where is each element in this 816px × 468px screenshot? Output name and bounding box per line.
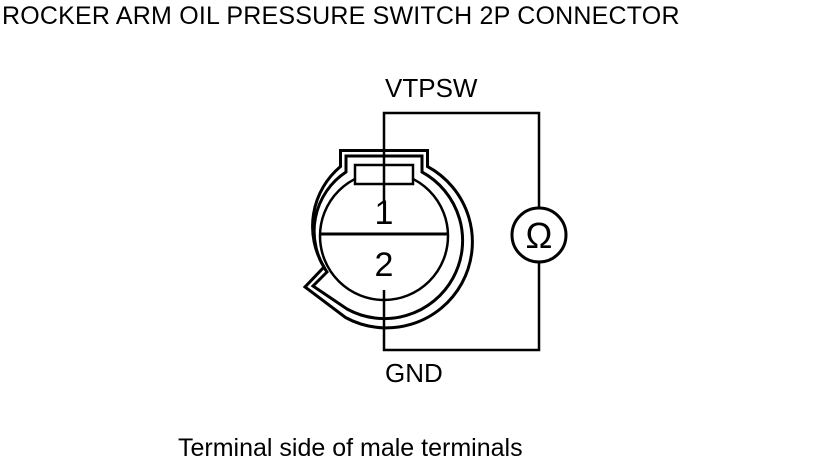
meter-symbol: Ω — [526, 215, 553, 256]
terminal-1-label: 1 — [375, 194, 394, 232]
meter-circle — [510, 206, 568, 264]
diagram-caption: Terminal side of male terminals — [178, 434, 523, 462]
wire-terminal-2 — [382, 262, 541, 352]
connector-housing-outline — [302, 149, 474, 330]
connector-inner-shell — [310, 154, 465, 321]
ohmmeter-icon: Ω — [510, 206, 568, 264]
terminal-2-label: 2 — [375, 246, 394, 284]
test-circuit — [382, 111, 541, 352]
diagram-title: ROCKER ARM OIL PRESSURE SWITCH 2P CONNEC… — [2, 2, 680, 30]
wire-terminal-1 — [382, 111, 541, 208]
connector-icon — [302, 149, 474, 330]
gnd-label: GND — [385, 358, 443, 388]
vtpsw-label: VTPSW — [385, 73, 478, 103]
